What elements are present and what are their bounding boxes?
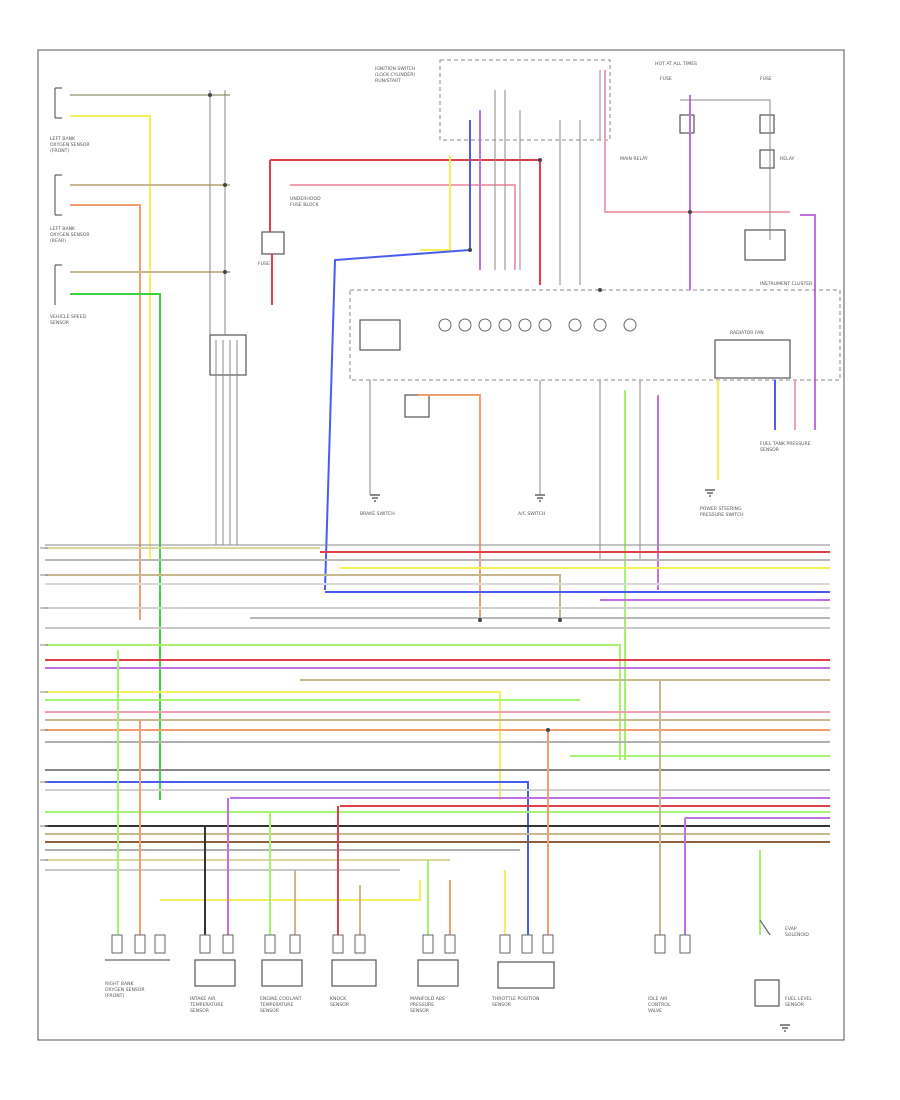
svg-text:RELAY: RELAY [780,156,795,162]
wire-o2-2-b [70,204,141,620]
svg-text:(FRONT): (FRONT) [50,148,69,154]
wire-o2-1-b [70,115,151,560]
svg-text:PRESSURE SWITCH: PRESSURE SWITCH [700,512,744,518]
fuse-block: FUSE UNDERHOOD FUSE BLOCK [258,196,321,267]
svg-text:SOLENOID: SOLENOID [785,932,809,938]
knock-sensor-top: A/C SWITCH [518,494,545,517]
egr-valve-position-sensor: EVAP SOLENOID FUEL LEVEL SENSOR [754,919,812,1008]
svg-text:SENSOR: SENSOR [785,1002,805,1008]
wire-pink-power [290,184,516,270]
connector-c1 [209,90,247,395]
wire-drop-o2-c [160,880,421,901]
svg-text:HOT AT ALL TIMES: HOT AT ALL TIMES [655,61,697,67]
svg-text:A/C SWITCH: A/C SWITCH [518,511,545,517]
relay-block: HOT AT ALL TIMES FUSE FUSE MAIN RELAY RE… [620,61,795,261]
svg-text:RUN/START: RUN/START [375,78,401,84]
svg-text:SENSOR: SENSOR [410,1008,430,1014]
svg-text:KNOCK: KNOCK [330,996,347,1002]
svg-text:INSTRUMENT CLUSTER: INSTRUMENT CLUSTER [760,281,813,287]
wire-pink-relay [604,70,790,213]
svg-text:RADIATOR FAN: RADIATOR FAN [730,330,764,336]
wire-yellow-ign [420,155,451,251]
svg-text:BRAKE SWITCH: BRAKE SWITCH [360,511,395,517]
fuel-tank-pressure-sensor: FUEL TANK PRESSURE SENSOR POWER STEERING… [700,441,811,518]
ignition-switch: IGNITION SWITCH (LOCK CYLINDER) RUN/STAR… [375,59,611,141]
svg-text:SENSOR: SENSOR [260,1008,280,1014]
wire-blue-ign [324,120,471,591]
svg-text:(REAR): (REAR) [50,238,66,244]
left-bank-oxygen-sensor-heater: RIGHT BANK OXYGEN SENSOR (FRONT) [105,934,170,999]
svg-text:FUSE BLOCK: FUSE BLOCK [290,202,320,208]
svg-text:ENGINE COOLANT: ENGINE COOLANT [260,996,302,1002]
svg-text:SENSOR: SENSOR [190,1008,210,1014]
vehicle-speed-sensor: VEHICLE SPEED SENSOR [50,264,86,326]
throttle-position-sensor: THROTTLE POSITION SENSOR [491,934,555,1008]
svg-text:VALVE: VALVE [648,1008,662,1014]
instrument-cluster: INSTRUMENT CLUSTER RADIATOR FAN [349,281,841,381]
svg-text:SENSOR: SENSOR [760,447,780,453]
svg-text:POWER STEERING: POWER STEERING [700,506,742,512]
map-sensor: MANIFOLD ABS PRESSURE SENSOR [410,934,459,1014]
svg-text:SENSOR: SENSOR [330,1002,350,1008]
svg-text:(LOCK CYLINDER): (LOCK CYLINDER) [375,72,415,78]
svg-text:INTAKE AIR: INTAKE AIR [190,996,216,1002]
svg-text:(FRONT): (FRONT) [105,993,124,999]
svg-text:FUEL LEVEL: FUEL LEVEL [785,996,812,1002]
left-bank-oxygen-sensor-1: LEFT BANK OXYGEN SENSOR (FRONT) [50,87,90,154]
svg-text:OXYGEN SENSOR: OXYGEN SENSOR [50,142,90,148]
svg-text:TEMPERATURE: TEMPERATURE [189,1002,223,1008]
wire-violet-relay-2 [800,214,816,430]
ecm-pin-markers [40,547,48,861]
svg-text:RIGHT BANK: RIGHT BANK [105,981,135,987]
svg-text:MANIFOLD ABS: MANIFOLD ABS [410,996,445,1002]
knock-sensor: KNOCK SENSOR [330,934,377,1008]
svg-text:PRESSURE: PRESSURE [410,1002,434,1008]
svg-text:SENSOR: SENSOR [492,1002,512,1008]
svg-text:FUSE: FUSE [258,261,270,267]
svg-text:THROTTLE POSITION: THROTTLE POSITION [491,996,539,1002]
intake-air-temp-sensor: INTAKE AIR TEMPERATURE SENSOR [189,934,236,1014]
svg-text:UNDERHOOD: UNDERHOOD [290,196,321,202]
wire-tan-brake [418,394,481,620]
wire-red-power-1 [270,159,541,285]
svg-text:SENSOR: SENSOR [50,320,70,326]
coolant-temp-sensor: ENGINE COOLANT TEMPERATURE SENSOR [259,934,303,1014]
junction-dots [208,93,692,732]
svg-text:LEFT BANK: LEFT BANK [50,226,76,232]
wire-vss-b [70,293,161,800]
svg-text:LEFT BANK: LEFT BANK [50,136,76,142]
brake-switch: BRAKE SWITCH [360,394,430,517]
idle-air-control-valve: IDLE AIR CONTROL VALVE [648,934,691,1014]
svg-text:TEMPERATURE: TEMPERATURE [259,1002,293,1008]
svg-text:OXYGEN SENSOR: OXYGEN SENSOR [50,232,90,238]
svg-text:OXYGEN SENSOR: OXYGEN SENSOR [105,987,145,993]
left-bank-oxygen-sensor-2: LEFT BANK OXYGEN SENSOR (REAR) [50,174,90,244]
svg-text:VEHICLE SPEED: VEHICLE SPEED [50,314,86,320]
ecm-harness-wires [45,547,830,945]
svg-text:EVAP: EVAP [785,926,797,932]
ground-symbols [705,489,790,1032]
svg-text:FUEL TANK PRESSURE: FUEL TANK PRESSURE [760,441,811,447]
diagram-frame [37,49,845,1041]
svg-text:IDLE AIR: IDLE AIR [648,996,668,1002]
svg-text:IGNITION SWITCH: IGNITION SWITCH [375,66,415,72]
svg-text:FUSE: FUSE [760,76,772,82]
svg-text:MAIN RELAY: MAIN RELAY [620,156,648,162]
svg-text:CONTROL: CONTROL [648,1002,671,1008]
svg-text:FUSE: FUSE [660,76,672,82]
